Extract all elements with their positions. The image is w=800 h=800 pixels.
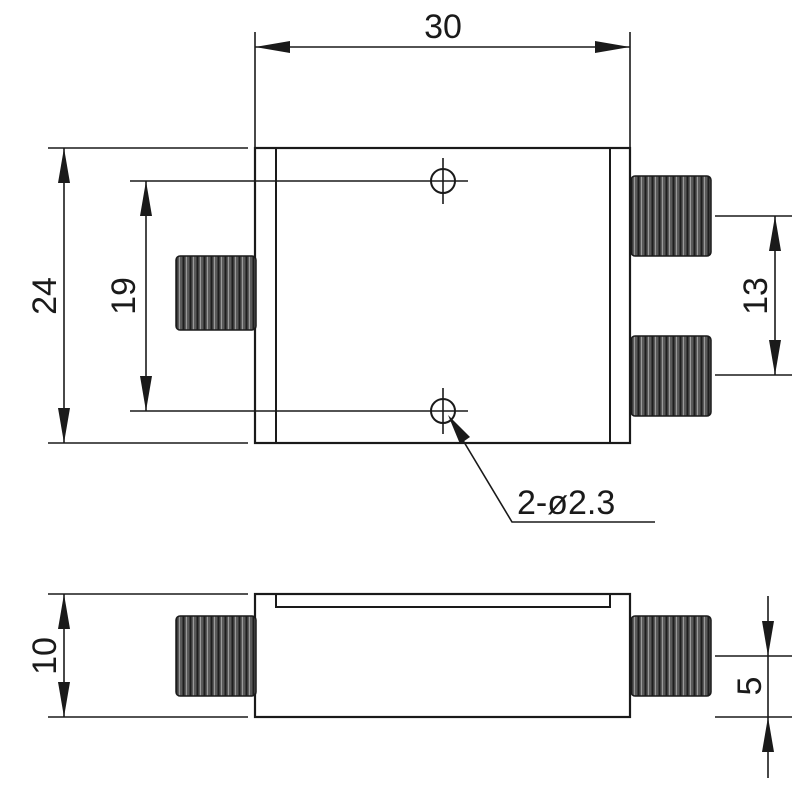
dim-connector-offset-label: 5 bbox=[731, 677, 769, 696]
side-input-connector bbox=[175, 615, 257, 697]
hole-callout-label: 2-ø2.3 bbox=[517, 484, 615, 522]
output-connector-2 bbox=[630, 335, 712, 417]
hole-callout-leader bbox=[448, 415, 655, 523]
side-view: 10 5 bbox=[26, 592, 792, 778]
mounting-hole-bottom bbox=[130, 388, 468, 434]
dim-hole-spacing-label: 19 bbox=[105, 277, 143, 315]
dim-thickness bbox=[48, 593, 248, 718]
top-view: 30 24 19 13 2-ø bbox=[26, 8, 792, 523]
input-connector bbox=[175, 255, 257, 331]
output-connector-1 bbox=[630, 175, 712, 257]
dim-hole-spacing bbox=[140, 181, 152, 411]
dim-connector-offset bbox=[715, 596, 792, 778]
dim-thickness-label: 10 bbox=[26, 637, 64, 675]
dim-width bbox=[254, 32, 631, 148]
dim-height bbox=[48, 147, 248, 444]
side-view-lid-step bbox=[275, 594, 611, 608]
dim-height-label: 24 bbox=[26, 277, 64, 315]
dim-output-spacing-label: 13 bbox=[737, 277, 775, 315]
dim-output-spacing bbox=[715, 215, 792, 376]
side-view-body bbox=[253, 592, 632, 719]
side-output-connector bbox=[630, 615, 712, 697]
mounting-hole-top bbox=[130, 158, 468, 204]
dim-width-label: 30 bbox=[424, 8, 462, 46]
